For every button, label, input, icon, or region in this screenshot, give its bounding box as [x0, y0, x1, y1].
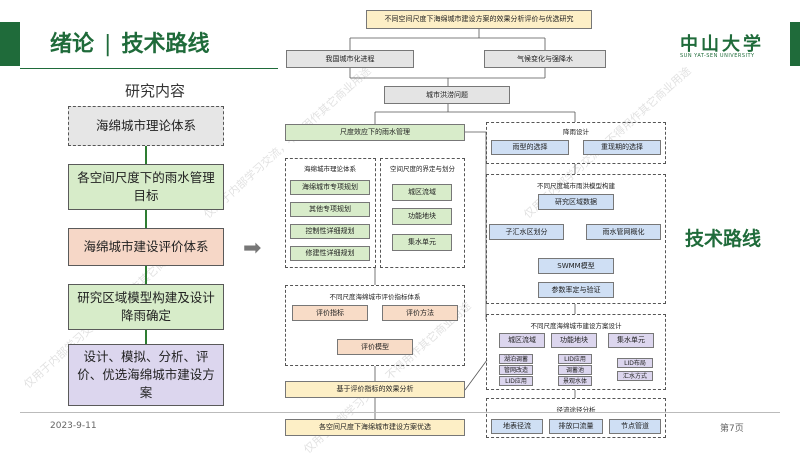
research-content-heading: 研究内容: [124, 82, 185, 100]
diagram-flood: 城市洪涝问题: [384, 86, 510, 104]
footer-page-number: 第7页: [720, 424, 744, 434]
content-item-evaluation: 海绵城市建设评价体系: [68, 228, 224, 266]
content-connector-4: [145, 330, 147, 344]
diagram-space-heading: 空间尺度的界定与划分: [390, 165, 455, 173]
diagram-top-title: 不同空间尺度下海绵城市建设方案的效果分析评价与优选研究: [366, 10, 592, 29]
content-connector-1: [145, 146, 147, 164]
university-logo: 中山大学: [680, 34, 764, 55]
diagram-design-frame: [486, 314, 666, 390]
diagram-theory-item: 控制性详细规划: [290, 224, 370, 239]
diagram-eval-heading: 不同尺度海绵城市评价指标体系: [329, 293, 421, 301]
title-separator: |: [104, 32, 112, 57]
diagram-basin-item: 管网改造: [499, 365, 533, 375]
diagram-design-heading: 不同尺度海绵城市建设方案设计: [530, 322, 622, 330]
diagram-climate: 气候变化与强降水: [484, 50, 606, 68]
diagram-model-heading: 不同尺度城市雨洪模型构建: [537, 182, 615, 190]
header-accent-bar: [0, 22, 20, 66]
content-item-theory: 海绵城市理论体系: [68, 106, 224, 146]
right-accent-bar: [790, 22, 800, 66]
diagram-theory-item: 其他专项规划: [290, 202, 370, 217]
diagram-rain-heading: 降雨设计: [563, 128, 589, 136]
diagram-eval-method: 评价方法: [382, 305, 458, 321]
diagram-return-period: 重现期的选择: [583, 140, 661, 155]
content-item-model: 研究区域模型构建及设计降雨确定: [68, 284, 224, 330]
diagram-runoff-frame: [486, 398, 666, 438]
diagram-eval-frame: [285, 285, 465, 366]
diagram-rain-frame: [486, 122, 666, 164]
diagram-space-item: 集水单元: [392, 234, 452, 251]
diagram-subcatchment: 子汇水区划分: [489, 224, 564, 240]
diagram-runoff-item: 节点管道: [609, 419, 661, 434]
title-sub: 技术路线: [121, 32, 210, 57]
diagram-urbanization: 我国城市化进程: [286, 50, 414, 68]
diagram-space-item: 城区流域: [392, 184, 452, 201]
diagram-runoff-item: 排放口流量: [549, 419, 603, 434]
diagram-eval-index: 评价指标: [292, 305, 368, 321]
tech-route-label: 技术路线: [685, 228, 762, 250]
diagram-unit-item: 汇水方式: [617, 371, 653, 381]
diagram-design-unit: 集水单元: [608, 333, 654, 348]
diagram-swmm-model: SWMM模型: [538, 258, 614, 274]
diagram-final-optimization: 各空间尺度下海绵城市建设方案优选: [285, 419, 465, 436]
diagram-theory-heading: 海绵城市理论体系: [304, 165, 356, 173]
diagram-space-item: 功能地块: [392, 208, 452, 225]
diagram-design-basin: 城区流域: [499, 333, 545, 348]
diagram-eval-model: 评价模型: [337, 339, 413, 355]
university-logo-english: SUN YAT-SEN UNIVERSITY: [680, 53, 755, 59]
diagram-block-item: 景观水体: [558, 376, 592, 386]
diagram-runoff-item: 地表径流: [491, 419, 543, 434]
title-underline: [20, 68, 278, 69]
diagram-basin-item: LID应用: [499, 376, 533, 386]
content-item-goals: 各空间尺度下的雨水管理目标: [68, 164, 224, 210]
diagram-calibration: 参数率定与验证: [538, 282, 614, 298]
diagram-block-item: LID应用: [558, 354, 592, 364]
diagram-scale-management: 尺度效应下的雨水管理: [285, 124, 465, 141]
content-connector-2: [145, 210, 147, 228]
page-title: 绪论 | 技术路线: [50, 26, 209, 58]
diagram-theory-frame: [285, 158, 376, 268]
diagram-pipe-network: 雨水管网概化: [586, 224, 661, 240]
diagram-theory-item: 修建性详细规划: [290, 246, 370, 261]
right-arrow-icon: ➡: [243, 236, 262, 261]
content-item-schemes: 设计、模拟、分析、评价、优选海绵城市建设方案: [68, 344, 224, 406]
diagram-runoff-heading: 径流途径分析: [556, 406, 596, 414]
diagram-theory-item: 海绵城市专项规划: [290, 180, 370, 195]
diagram-space-frame: [380, 158, 465, 268]
diagram-effect-analysis: 基于评价指标的效果分析: [285, 381, 465, 398]
diagram-study-data: 研究区域数据: [538, 194, 614, 210]
content-connector-3: [145, 266, 147, 284]
footer-date: 2023-9-11: [50, 421, 97, 431]
title-main: 绪论: [50, 32, 95, 57]
footer-divider: [20, 412, 780, 413]
diagram-block-item: 调蓄池: [558, 365, 592, 375]
diagram-model-frame: [486, 174, 666, 304]
diagram-rain-type: 雨型的选择: [491, 140, 569, 155]
diagram-unit-item: LID布局: [617, 358, 653, 368]
diagram-basin-item: 湖泊调蓄: [499, 354, 533, 364]
diagram-design-block: 功能地块: [551, 333, 597, 348]
